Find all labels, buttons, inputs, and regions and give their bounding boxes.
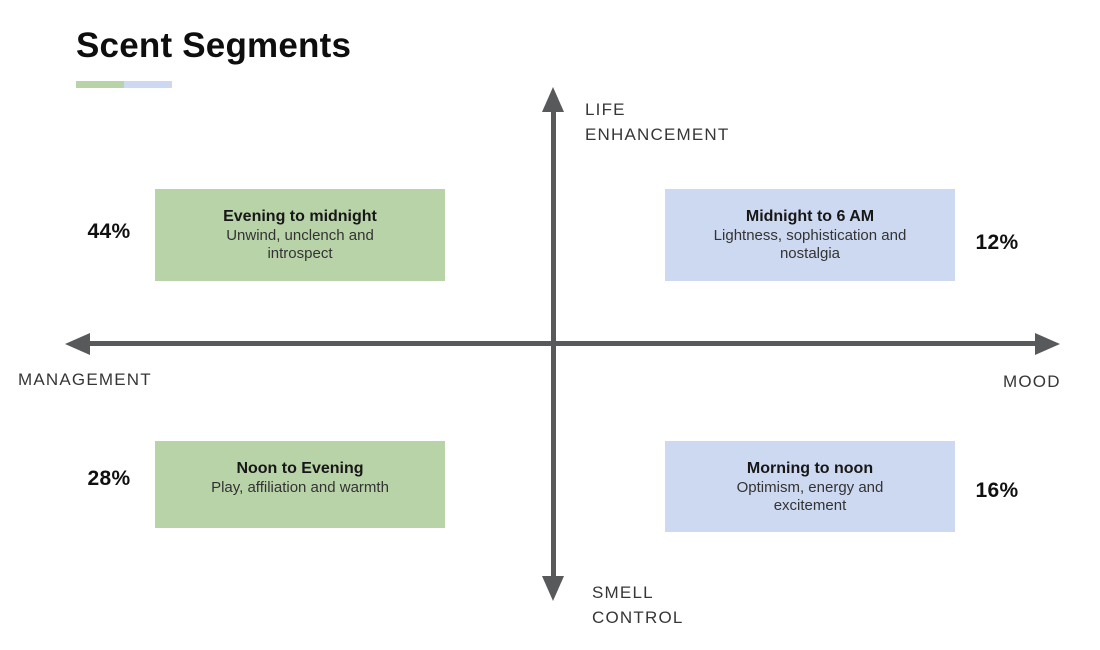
quadrant-description: Play, affiliation and warmth: [211, 478, 389, 496]
arrow-up-icon: [542, 87, 564, 112]
quadrant-title: Midnight to 6 AM: [745, 208, 875, 225]
axis-label-line: SMELL: [592, 583, 654, 602]
quadrant-title: Noon to Evening: [236, 459, 364, 477]
axis-label-management: MANAGEMENT: [18, 370, 152, 389]
percent-label-midnight-to-6am: 12%: [975, 231, 1019, 254]
quadrant-morning-to-noon: Morning to noon Optimism, energy and exc…: [665, 441, 955, 532]
quadrant-description: Optimism, energy and excitement: [736, 478, 884, 514]
axis-label-mood: MOOD: [1003, 372, 1061, 391]
axis-label-life-enhancement: LIFE ENHANCEMENT: [585, 97, 730, 147]
quadrant-evening-to-midnight: Evening to midnight Unwind, unclench and…: [155, 189, 445, 281]
quadrant-description: Unwind, unclench and introspect: [226, 227, 374, 262]
page-title: Scent Segments: [76, 26, 352, 65]
underline-green-segment: [76, 81, 124, 88]
axis-label-smell-control: SMELL CONTROL: [592, 580, 684, 630]
quadrant-title: Morning to noon: [746, 459, 874, 477]
axis-label-line: CONTROL: [592, 608, 684, 627]
percent-label-evening-to-midnight: 44%: [87, 220, 131, 243]
axis-label-line: ENHANCEMENT: [585, 125, 730, 144]
percent-label-noon-to-evening: 28%: [87, 467, 131, 490]
axis-label-line: LIFE: [585, 100, 626, 119]
percent-label-morning-to-noon: 16%: [975, 479, 1019, 502]
arrow-down-icon: [542, 576, 564, 601]
arrow-right-icon: [1035, 333, 1060, 355]
arrow-left-icon: [65, 333, 90, 355]
quadrant-midnight-to-6am: Midnight to 6 AM Lightness, sophisticati…: [665, 189, 955, 281]
underline-blue-segment: [124, 81, 172, 88]
horizontal-axis-line: [88, 341, 1036, 346]
quadrant-noon-to-evening: Noon to Evening Play, affiliation and wa…: [155, 441, 445, 528]
quadrant-title: Evening to midnight: [223, 208, 377, 225]
title-underline: [76, 81, 172, 88]
quadrant-description: Lightness, sophistication and nostalgia: [713, 227, 907, 262]
